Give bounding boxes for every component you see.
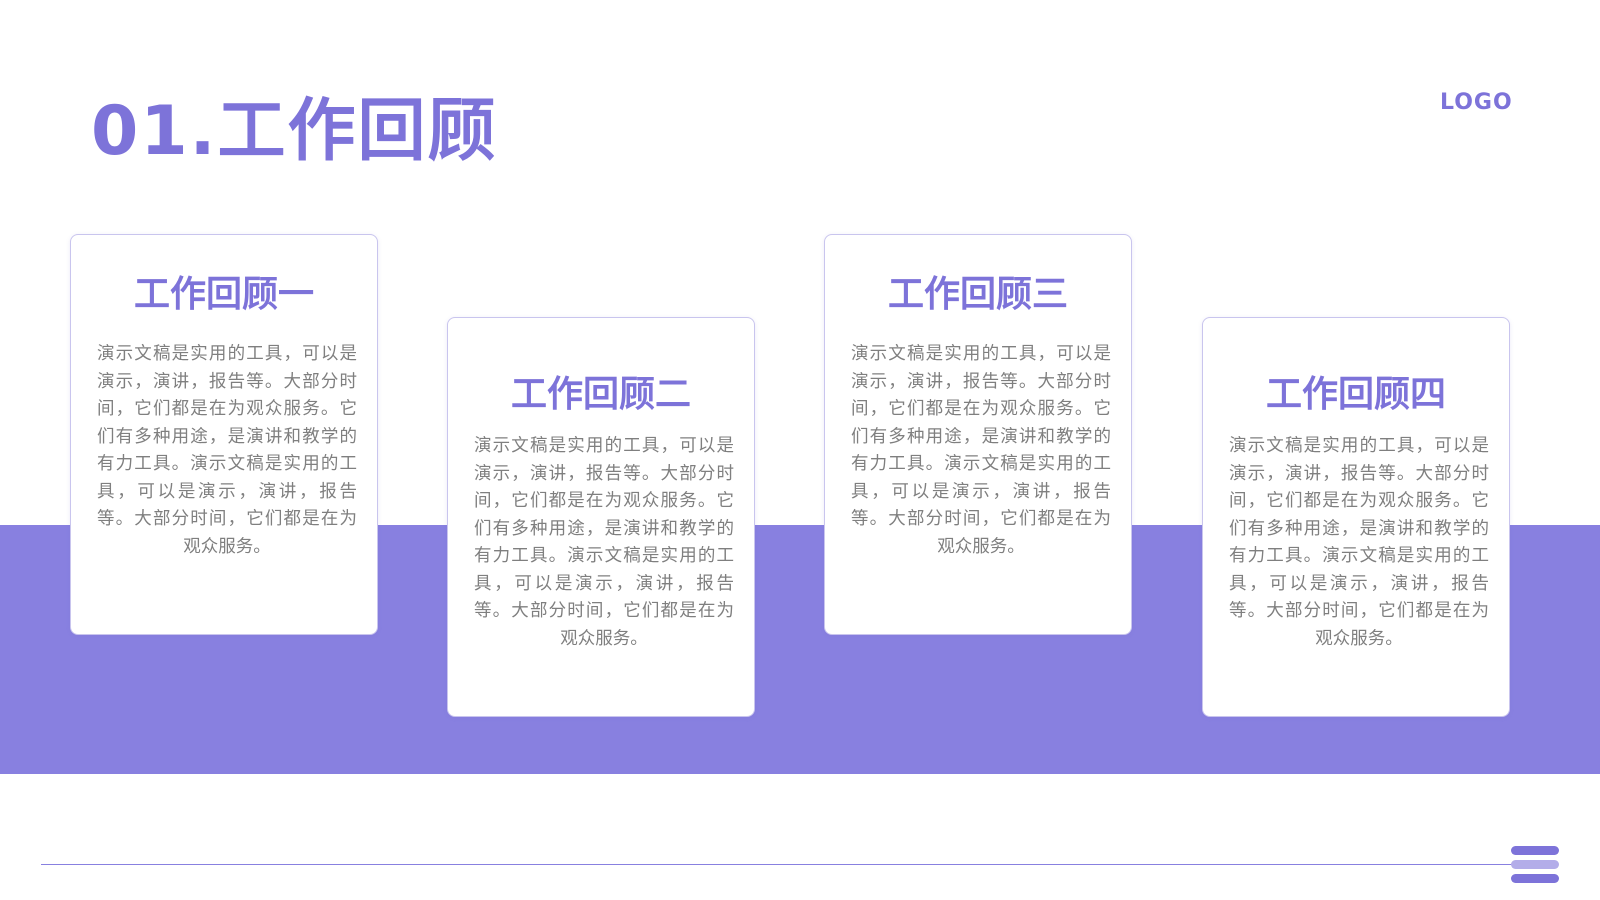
card-title: 工作回顾二 (510, 374, 691, 415)
card-body: 演示文稿是实用的工具，可以是演示，演讲，报告等。大部分时间，它们都是在为观众服务… (1229, 436, 1489, 649)
bottom-divider (41, 864, 1522, 865)
card-title: 工作回顾一 (133, 274, 314, 315)
card-body: 演示文稿是实用的工具，可以是演示，演讲，报告等。大部分时间，它们都是在为观众服务… (97, 344, 357, 557)
review-card-3: 工作回顾三 演示文稿是实用的工具，可以是演示，演讲，报告等。大部分时间，它们都是… (824, 234, 1132, 635)
card-title: 工作回顾四 (1265, 374, 1446, 415)
menu-icon[interactable] (1511, 846, 1559, 884)
card-body: 演示文稿是实用的工具，可以是演示，演讲，报告等。大部分时间，它们都是在为观众服务… (851, 344, 1111, 557)
card-title: 工作回顾三 (887, 274, 1068, 315)
review-card-4: 工作回顾四 演示文稿是实用的工具，可以是演示，演讲，报告等。大部分时间，它们都是… (1202, 317, 1510, 717)
page-title: 01.工作回顾 (91, 92, 498, 171)
review-card-2: 工作回顾二 演示文稿是实用的工具，可以是演示，演讲，报告等。大部分时间，它们都是… (447, 317, 755, 717)
card-body: 演示文稿是实用的工具，可以是演示，演讲，报告等。大部分时间，它们都是在为观众服务… (474, 436, 734, 649)
review-card-1: 工作回顾一 演示文稿是实用的工具，可以是演示，演讲，报告等。大部分时间，它们都是… (70, 234, 378, 635)
logo: LOGO (1440, 90, 1513, 115)
